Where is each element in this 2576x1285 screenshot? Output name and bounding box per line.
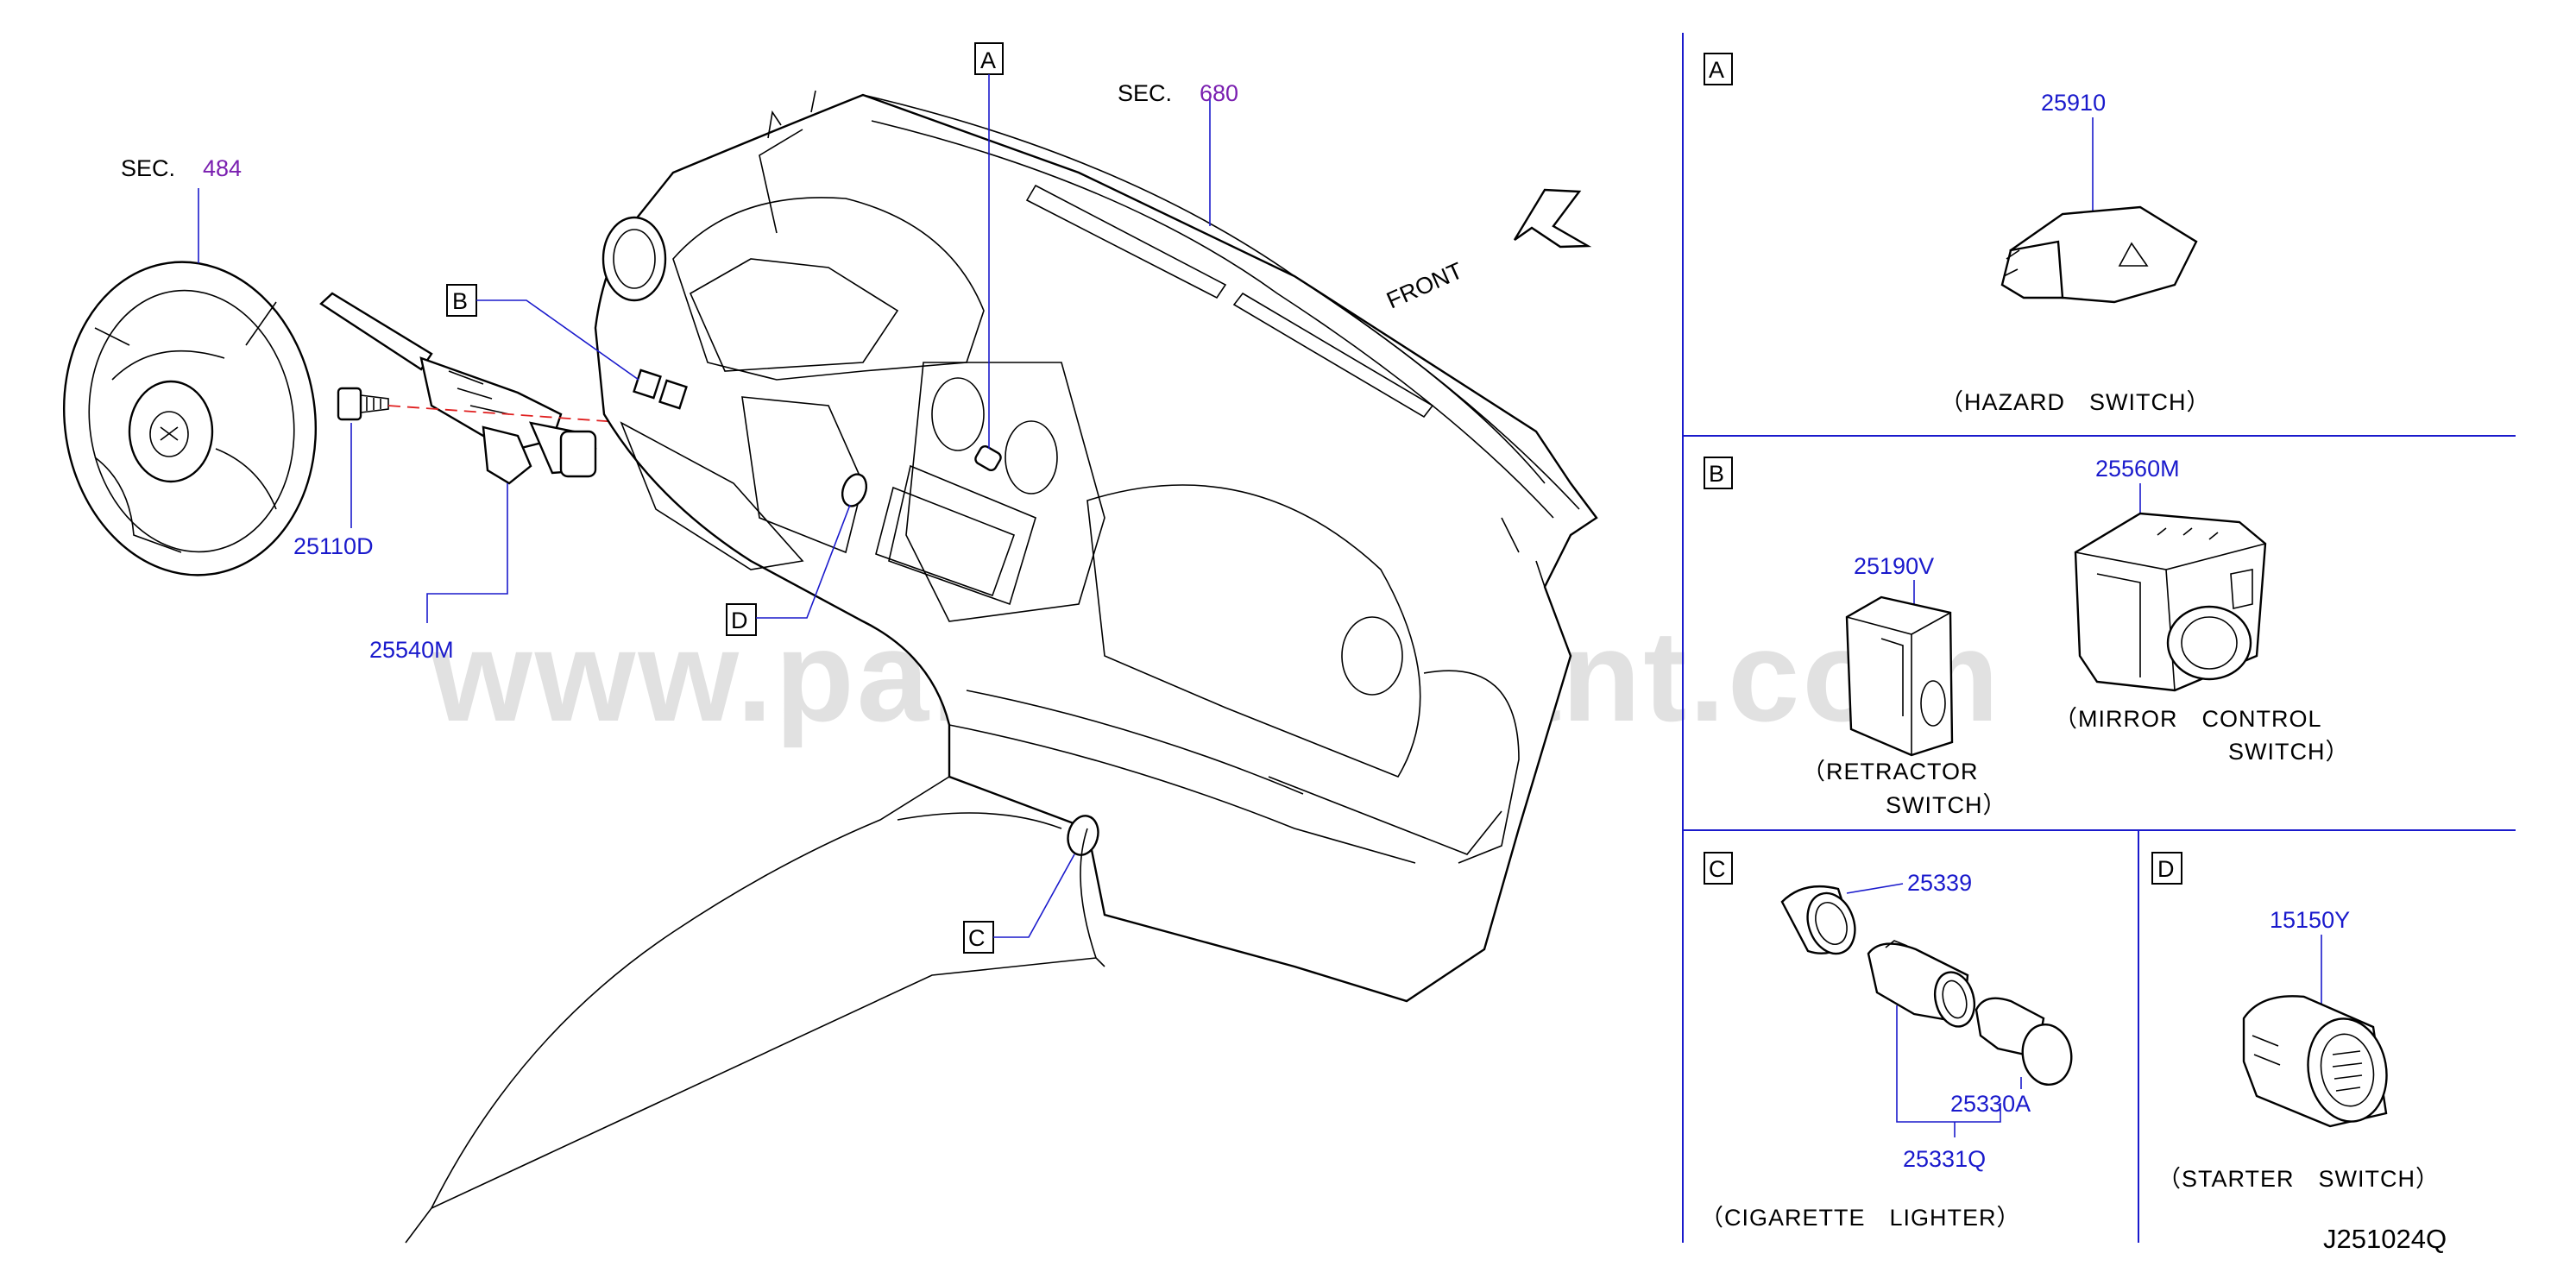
panel-d-letter: D	[2157, 856, 2175, 882]
drawing-id: J251024Q	[2323, 1224, 2447, 1254]
part-15150Y: 15150Y	[2270, 907, 2350, 933]
leader-d	[756, 504, 851, 619]
panel-b-letter: B	[1709, 461, 1724, 487]
panel-a-letter: A	[1709, 57, 1724, 83]
caption-hazard-switch: （HAZARD SWITCH）	[1940, 389, 2211, 415]
caption-starter-switch: （STARTER SWITCH）	[2157, 1166, 2440, 1192]
sec-680-number: 680	[1200, 80, 1238, 106]
caption-retractor-line2: SWITCH）	[1886, 792, 2006, 818]
leader-25331Q-bracket	[1896, 1005, 2001, 1123]
sec-680-prefix: SEC.	[1118, 80, 1172, 106]
part-25330A: 25330A	[1950, 1091, 2031, 1117]
caption-cigarette-lighter: （CIGARETTE LIGHTER）	[1700, 1205, 2021, 1231]
screw-25110D	[337, 387, 389, 421]
lighter-ring-25339	[1780, 885, 1856, 955]
floor-console	[405, 776, 1105, 1244]
callout-box-b	[446, 284, 477, 317]
leader-25339	[1846, 883, 1904, 894]
callout-box-c	[963, 921, 994, 954]
part-25910: 25910	[2041, 90, 2106, 116]
retractor-switch	[1845, 595, 1954, 757]
caption-retractor-line1: （RETRACTOR	[1802, 759, 1979, 784]
panel-frame	[1682, 33, 2516, 1243]
callout-c: C	[968, 925, 986, 951]
callout-a: A	[980, 47, 996, 73]
lighter-socket-25331Q	[1867, 940, 1976, 1028]
front-label: FRONT	[1382, 257, 1466, 313]
panel-b-letter-box	[1704, 457, 1733, 489]
part-25331Q: 25331Q	[1903, 1146, 1986, 1172]
part-25190V: 25190V	[1854, 553, 1934, 579]
panel-a-letter-box	[1704, 53, 1733, 85]
part-25110D: 25110D	[293, 533, 374, 559]
part-25339: 25339	[1907, 870, 1972, 896]
callout-box-d	[726, 603, 757, 636]
caption-mirror-line1: （MIRROR CONTROL	[2054, 706, 2322, 732]
caption-mirror-line2: SWITCH）	[2228, 739, 2349, 765]
starter-switch	[2242, 995, 2388, 1128]
callout-b: B	[452, 288, 468, 314]
steering-wheel	[62, 261, 318, 576]
mirror-control-switch	[2074, 512, 2267, 692]
panel-c-letter-box	[1704, 852, 1733, 885]
panel-d-letter-box	[2151, 852, 2182, 885]
instrument-panel	[594, 90, 1598, 1003]
leader-b	[476, 299, 639, 381]
part-25540M: 25540M	[369, 637, 454, 663]
leader-c	[993, 854, 1075, 938]
part-25560M: 25560M	[2095, 456, 2180, 482]
leader-25540M	[426, 483, 508, 623]
front-arrow-icon	[1513, 188, 1592, 249]
combination-switch	[319, 292, 597, 485]
callout-d: D	[731, 608, 748, 633]
front-indicator: FRONT	[1382, 188, 1592, 313]
hazard-switch	[2000, 205, 2198, 304]
sec-484-number: 484	[203, 155, 242, 181]
sec-484-prefix: SEC.	[121, 155, 175, 181]
panel-c-letter: C	[1709, 856, 1726, 882]
lighter-plug-25330A	[1975, 997, 2073, 1087]
